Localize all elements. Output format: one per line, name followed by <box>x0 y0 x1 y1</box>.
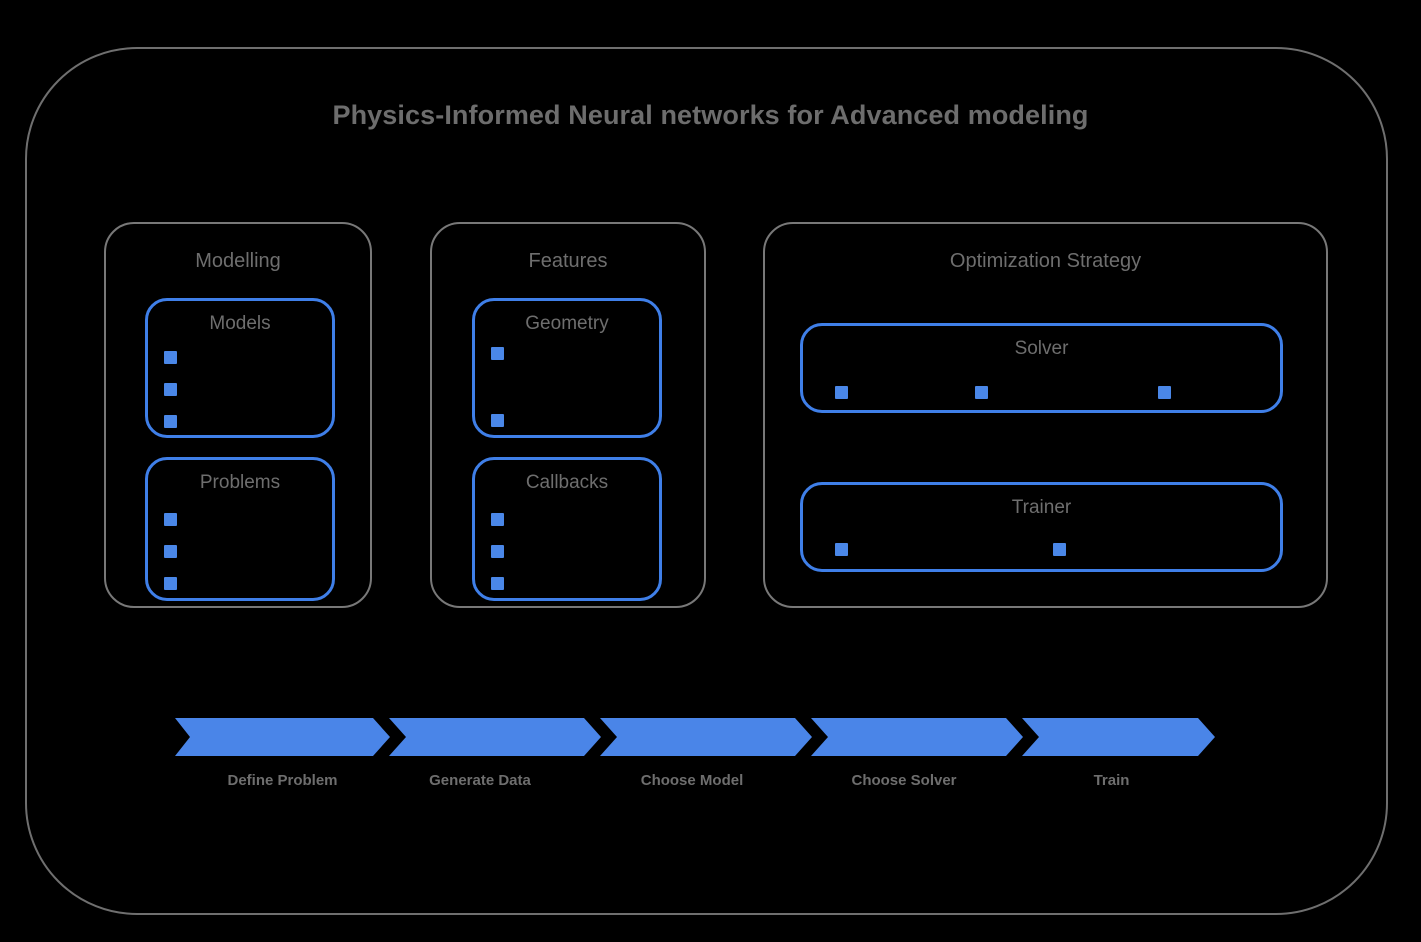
pipeline-step-1-label: Define Problem <box>227 772 338 789</box>
box-geometry-label: Geometry <box>525 313 609 334</box>
group-optimization-strategy: Optimization Strategy <box>763 222 1328 608</box>
bullet-item <box>491 344 507 360</box>
bullet-item <box>1053 540 1069 556</box>
pipeline-step-3-label: Choose Model <box>640 772 744 789</box>
pipeline-step-4-chevron[interactable] <box>811 718 1023 756</box>
page-title: Physics-Informed Neural networks for Adv… <box>332 100 1089 130</box>
box-trainer[interactable]: Trainer <box>800 482 1283 572</box>
group-features: Features <box>430 222 706 608</box>
pipeline-step-4-label: Choose Solver <box>851 772 957 789</box>
pipeline-step-5-chevron[interactable] <box>1022 718 1215 756</box>
bullet-item <box>164 542 180 558</box>
bullet-item <box>164 510 180 526</box>
pipeline-step-2-chevron[interactable] <box>389 718 601 756</box>
pipeline-step-2-label: Generate Data <box>429 772 531 789</box>
box-problems-label: Problems <box>199 472 281 493</box>
bullet-item <box>491 411 507 427</box>
bullet-item <box>491 510 507 526</box>
box-models[interactable]: Models <box>145 298 335 438</box>
group-optimization-label: Optimization Strategy <box>949 250 1142 272</box>
pipeline-step-3-chevron[interactable] <box>600 718 812 756</box>
box-callbacks[interactable]: Callbacks <box>472 457 662 601</box>
bullet-item <box>835 540 851 556</box>
box-solver[interactable]: Solver <box>800 323 1283 413</box>
outer-frame <box>25 47 1388 915</box>
pipeline-flow <box>175 718 1215 756</box>
box-callbacks-label: Callbacks <box>525 472 609 493</box>
pipeline-step-1-chevron[interactable] <box>175 718 390 756</box>
bullet-item <box>491 574 507 590</box>
bullet-item <box>164 348 180 364</box>
box-problems[interactable]: Problems <box>145 457 335 601</box>
bullet-item <box>835 383 851 399</box>
box-trainer-label: Trainer <box>1011 497 1072 518</box>
pipeline-step-5-label: Train <box>1093 772 1130 789</box>
group-modelling: Modelling <box>104 222 372 608</box>
box-models-label: Models <box>209 313 271 334</box>
bullet-item <box>1158 383 1174 399</box>
box-solver-label: Solver <box>1014 338 1069 359</box>
group-modelling-label: Modelling <box>195 250 281 272</box>
bullet-item <box>491 542 507 558</box>
bullet-item <box>164 380 180 396</box>
bullet-item <box>164 574 180 590</box>
bullet-item <box>164 412 180 428</box>
box-geometry[interactable]: Geometry <box>472 298 662 438</box>
group-features-label: Features <box>528 250 608 272</box>
bullet-item <box>975 383 991 399</box>
